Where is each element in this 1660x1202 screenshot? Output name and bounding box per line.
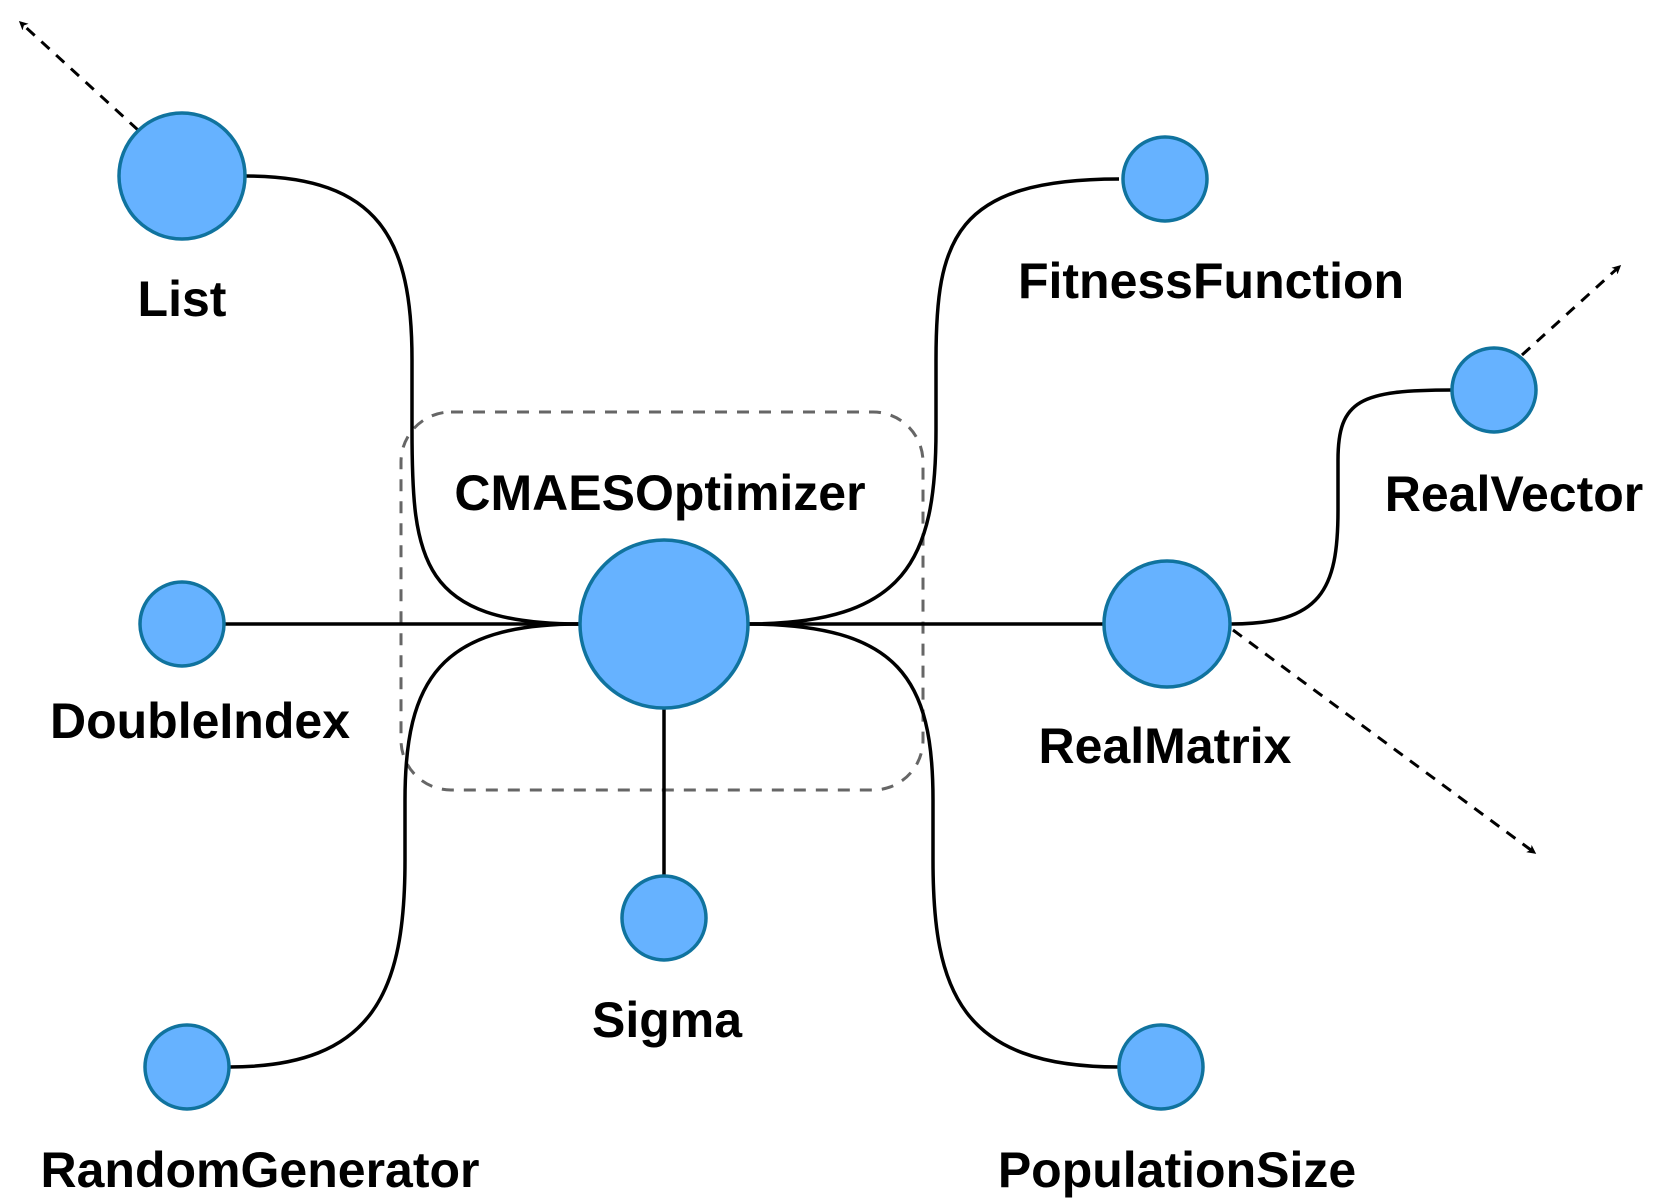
edges: [18, 20, 1622, 1069]
edge-center-random-generator: [228, 622, 581, 1069]
group-label: CMAESOptimizer: [454, 465, 865, 521]
label-population-size: PopulationSize: [998, 1142, 1356, 1198]
node-random-generator[interactable]: [143, 1023, 231, 1111]
label-fitness-function: FitnessFunction: [1018, 253, 1404, 309]
edge-real-matrix-real-vector: [1230, 388, 1453, 626]
node-fitness-function[interactable]: [1121, 135, 1209, 223]
label-real-vector: RealVector: [1385, 466, 1643, 522]
edge-center-fitness-function: [746, 177, 1120, 626]
label-double-index: DoubleIndex: [50, 693, 350, 749]
node-center[interactable]: [578, 538, 750, 710]
node-real-matrix[interactable]: [1102, 559, 1232, 689]
labels: CMAESOptimizer List FitnessFunction Real…: [41, 253, 1644, 1198]
node-list[interactable]: [117, 111, 247, 241]
edge-list-outgoing-arrow: [18, 20, 140, 132]
label-list: List: [138, 271, 227, 327]
node-double-index[interactable]: [138, 580, 226, 668]
nodes: [117, 111, 1538, 1111]
edge-center-population-size: [746, 622, 1120, 1069]
node-population-size[interactable]: [1117, 1023, 1205, 1111]
label-sigma: Sigma: [592, 992, 743, 1048]
cmaes-optimizer-group: [399, 410, 925, 792]
node-real-vector[interactable]: [1450, 346, 1538, 434]
edge-center-list: [244, 174, 581, 626]
label-real-matrix: RealMatrix: [1039, 718, 1292, 774]
label-random-generator: RandomGenerator: [41, 1142, 480, 1198]
edge-real-vector-outgoing-arrow: [1520, 264, 1622, 357]
edge-real-matrix-outgoing-arrow: [1232, 628, 1537, 855]
node-sigma[interactable]: [620, 874, 708, 962]
